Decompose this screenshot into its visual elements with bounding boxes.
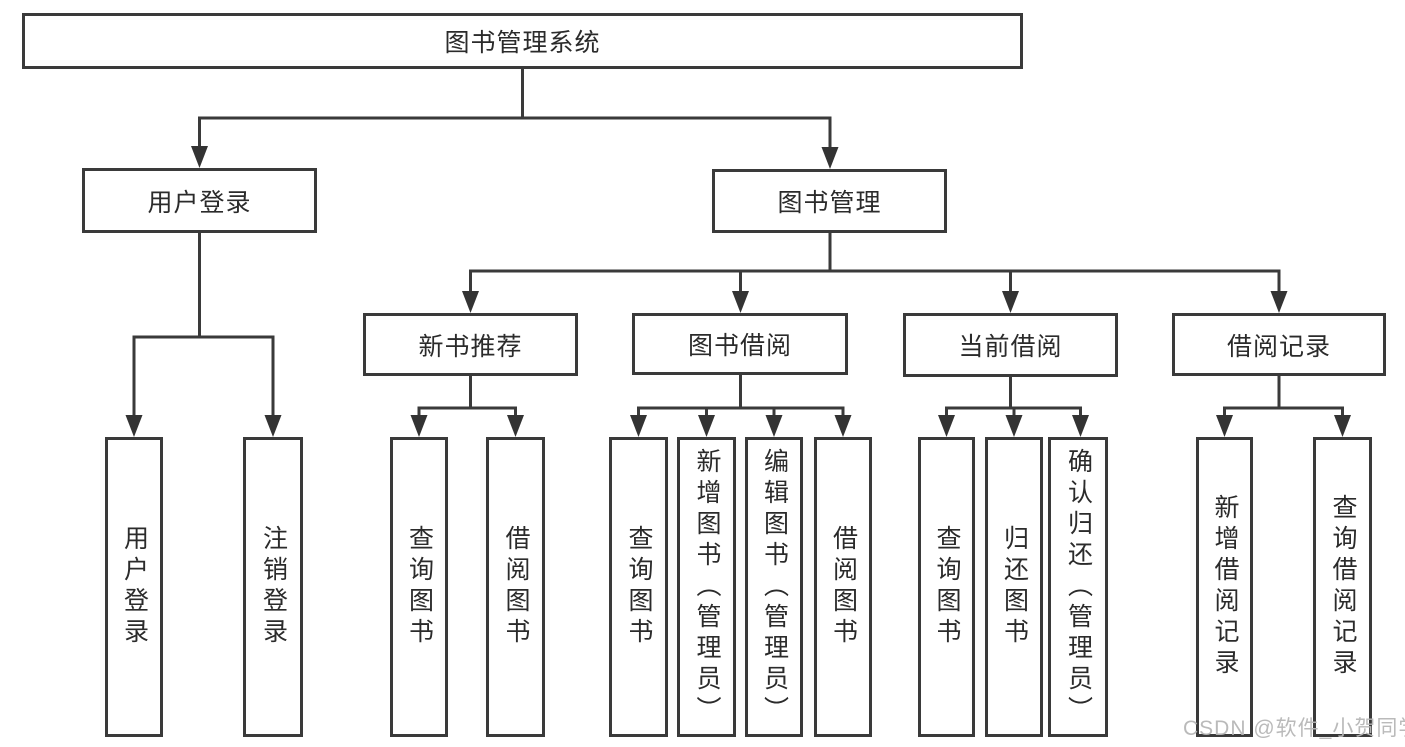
leaf-borrow-books-recommend: 借阅图书: [486, 437, 545, 737]
leaf-edit-book-admin: 编辑图书（管理员）: [745, 437, 803, 737]
leaf-user-login: 用户登录: [105, 437, 163, 737]
node-user-login: 用户登录: [82, 168, 317, 233]
leaf-add-book-admin: 新增图书（管理员）: [677, 437, 736, 737]
node-borrow-records: 借阅记录: [1172, 313, 1386, 376]
leaf-add-borrow-record: 新增借阅记录: [1196, 437, 1253, 737]
leaf-logout: 注销登录: [243, 437, 303, 737]
node-current-borrow: 当前借阅: [903, 313, 1118, 377]
leaf-query-books-recommend: 查询图书: [390, 437, 448, 737]
leaf-return-book: 归还图书: [985, 437, 1043, 737]
leaf-confirm-return-admin: 确认归还（管理员）: [1048, 437, 1108, 737]
leaf-query-books-current: 查询图书: [918, 437, 975, 737]
node-book-management: 图书管理: [712, 169, 947, 233]
csdn-watermark: CSDN @软件_小贺同学: [1183, 717, 1405, 740]
node-new-book-recommend: 新书推荐: [363, 313, 578, 376]
node-library-management-system: 图书管理系统: [22, 13, 1023, 69]
leaf-query-books-borrow: 查询图书: [609, 437, 668, 737]
node-book-borrow: 图书借阅: [632, 313, 848, 375]
leaf-query-borrow-record: 查询借阅记录: [1313, 437, 1372, 737]
leaf-borrow-books: 借阅图书: [814, 437, 872, 737]
